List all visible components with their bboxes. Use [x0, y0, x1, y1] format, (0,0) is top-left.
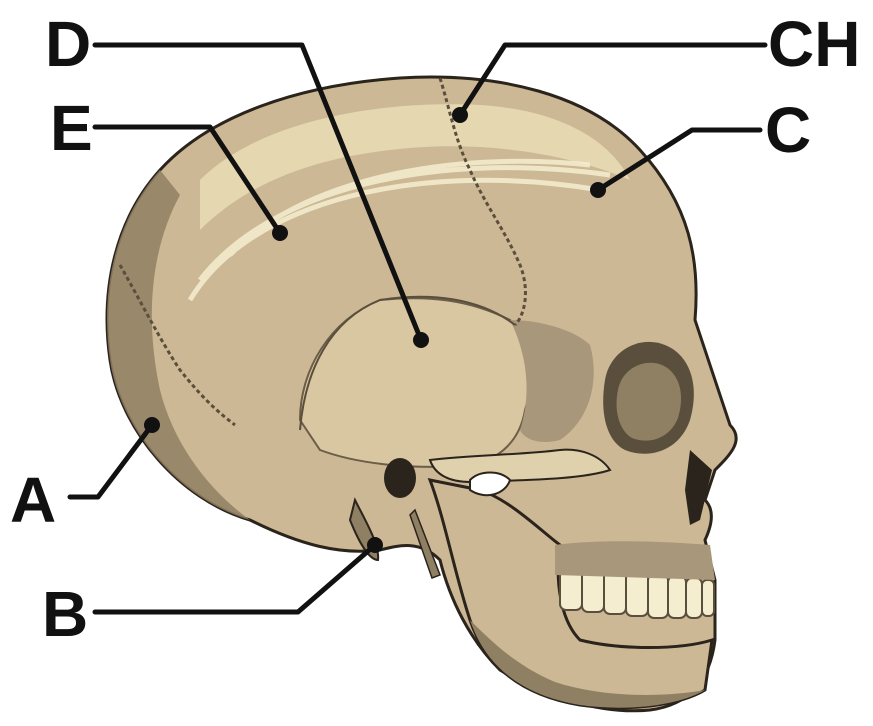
leader-dot-B — [367, 537, 383, 553]
leader-dot-A — [144, 417, 160, 433]
leader-dot-C — [590, 182, 606, 198]
label-B: B — [42, 578, 88, 650]
label-C: C — [765, 94, 811, 166]
label-E: E — [50, 92, 93, 164]
label-A: A — [10, 464, 56, 536]
label-D: D — [45, 8, 91, 80]
orbit-inner — [617, 363, 682, 441]
label-CH: CH — [768, 8, 860, 80]
leader-dot-E — [272, 225, 288, 241]
ear-canal — [384, 458, 416, 498]
leader-dot-CH — [452, 107, 468, 123]
leader-dot-D — [413, 332, 429, 348]
maxilla — [555, 541, 715, 580]
skull-illustration — [107, 77, 736, 711]
leader-line-B — [95, 545, 375, 612]
